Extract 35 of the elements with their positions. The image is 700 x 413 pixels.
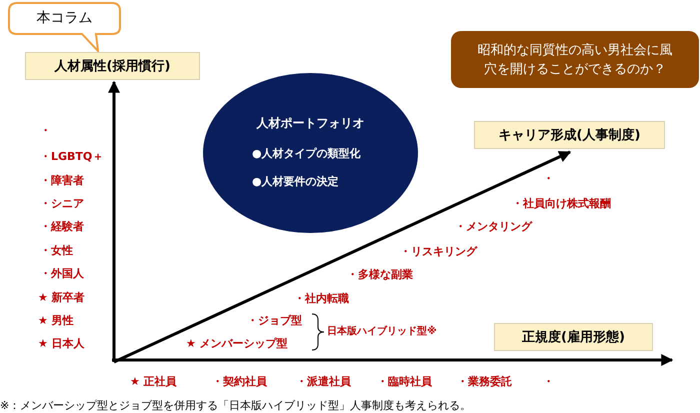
list-item: ・障害者 — [40, 174, 84, 187]
list-item: ・リスキリング — [400, 245, 477, 258]
list-item: ・メンタリング — [455, 220, 532, 233]
list-item: ・多様な副業 — [347, 268, 413, 281]
list-item: ・女性 — [40, 244, 73, 257]
list-item: ★ 日本人 — [38, 337, 85, 350]
list-item: ・業務委託 — [457, 375, 512, 388]
axis-label-box: 正規度(雇用形態) — [494, 323, 653, 351]
list-item: ・外国人 — [40, 267, 84, 280]
list-item: ・LGBTQ＋ — [40, 150, 104, 163]
axis-label-box: 人材属性(採用慣行) — [25, 52, 200, 80]
portfolio-ellipse: 人材ポートフォリオ ●人材タイプの類型化 ●人材要件の決定 — [203, 73, 418, 233]
axis-label-box: キャリア形成(人事制度) — [474, 121, 665, 149]
list-item: ・ — [543, 375, 554, 388]
list-item: ・派遣社員 — [296, 375, 351, 388]
list-item: ・シニア — [40, 197, 84, 210]
list-item: ★ 男性 — [38, 314, 74, 327]
bracket-label: 日本版ハイブリッド型※ — [327, 325, 437, 338]
list-item: ・社員向け株式報酬 — [512, 197, 611, 210]
footnote: ※：メンバーシップ型とジョブ型を併用する「日本版ハイブリッド型」人事制度も考えられる。 — [0, 399, 472, 412]
axis-arrow — [112, 354, 674, 366]
list-item: ・契約社員 — [212, 375, 267, 388]
list-item: ・ — [543, 172, 554, 185]
list-item: ・臨時社員 — [377, 375, 432, 388]
list-item: ★ 新卒者 — [38, 291, 85, 304]
list-item: ・ — [40, 124, 51, 137]
axis-arrow — [108, 80, 120, 362]
list-item: ★ 正社員 — [130, 375, 177, 388]
speech-bubble: 本コラム — [8, 2, 121, 52]
list-item: ・経験者 — [40, 220, 84, 233]
list-item: ・社内転職 — [294, 292, 349, 305]
question-box: 昭和的な同質性の高い男社会に風穴を開けることができるのか？ — [451, 31, 699, 88]
list-item: ・ジョブ型 — [247, 314, 302, 327]
axis-arrow — [113, 150, 572, 364]
list-item: ★ メンバーシップ型 — [186, 337, 288, 350]
